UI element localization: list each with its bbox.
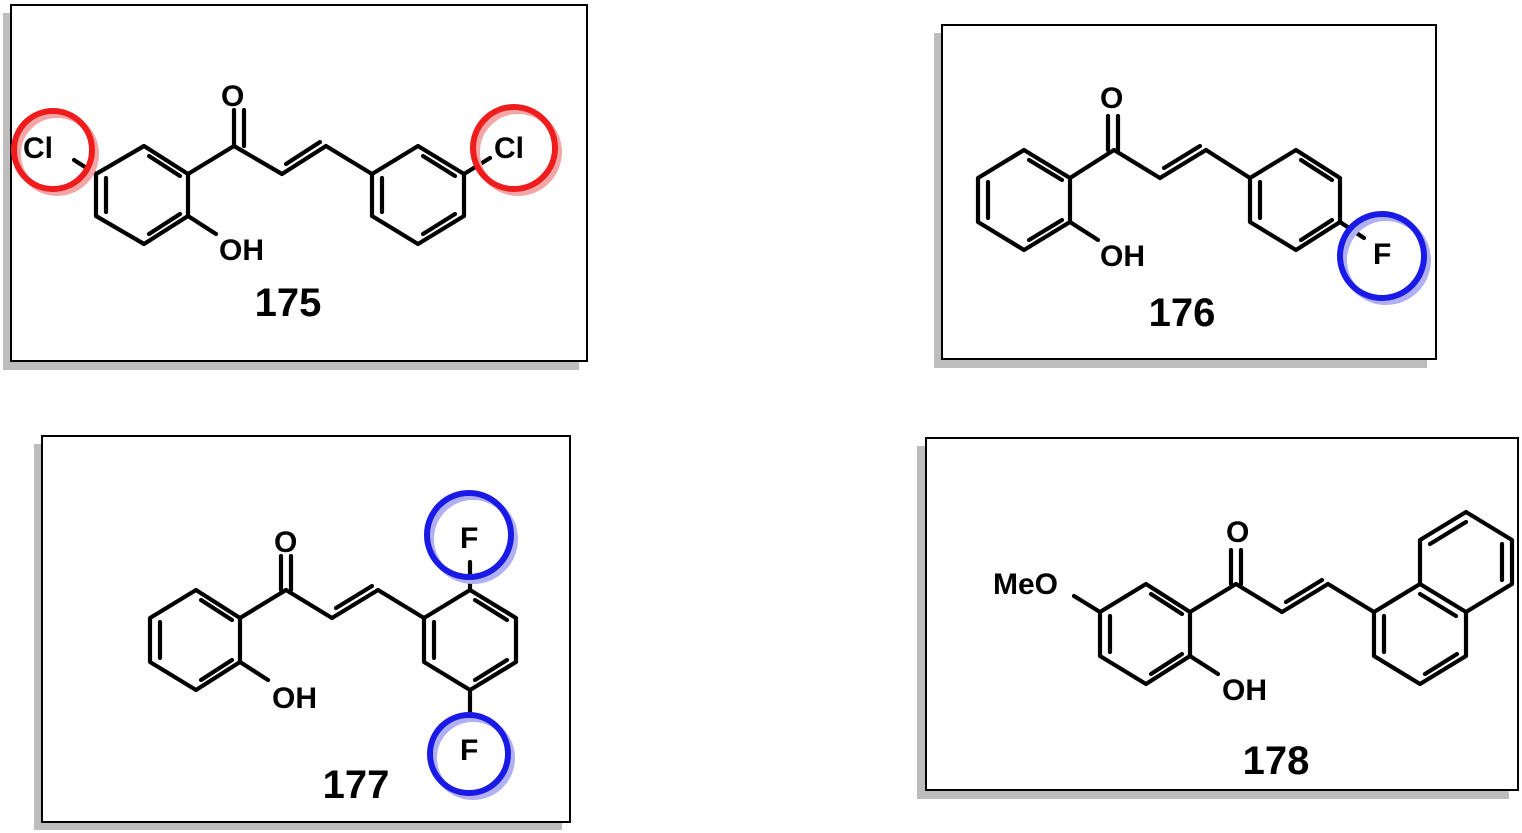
compound-number: 178: [1243, 739, 1310, 783]
carbonyl-oxygen-label: O: [1100, 82, 1123, 115]
fluorine-label: F: [1373, 238, 1391, 271]
carbonyl-oxygen-label: O: [1226, 516, 1249, 549]
compound-number: 177: [323, 763, 390, 807]
compound-177-bonds: [147, 553, 519, 719]
panel-frame: [925, 437, 1519, 791]
panel-frame: [41, 435, 571, 823]
chlorine-label: Cl: [23, 132, 53, 165]
carbonyl-oxygen-label: O: [274, 526, 297, 559]
highlight-circle-shadow: [15, 112, 99, 196]
highlight-circle: [424, 490, 514, 580]
compound-178-bonds: [1071, 509, 1515, 687]
panel-frame: [941, 24, 1437, 360]
compound-178-panel: O OH MeO 178: [917, 437, 1519, 799]
compound-175-panel: O OH Cl Cl 175: [3, 4, 588, 370]
compound-177-panel: O OH F F 177: [34, 435, 571, 830]
chlorine-label: Cl: [494, 132, 524, 165]
methoxy-label: MeO: [993, 568, 1058, 601]
highlight-circle-shadow: [428, 494, 518, 584]
compound-175-bonds: [71, 107, 493, 247]
compound-number: 176: [1149, 291, 1216, 335]
compound-176-bonds: [975, 113, 1367, 253]
highlight-circle-shadow: [474, 108, 562, 196]
fluorine-label: F: [460, 522, 478, 555]
fluorine-label: F: [460, 734, 478, 767]
compound-176-panel: O OH F 176: [934, 24, 1437, 368]
hydroxyl-label: OH: [219, 234, 264, 267]
highlight-circle: [470, 104, 558, 192]
highlight-circle: [427, 712, 511, 796]
hydroxyl-label: OH: [1222, 674, 1267, 707]
highlight-circle-shadow: [1341, 215, 1431, 305]
hydroxyl-label: OH: [272, 682, 317, 715]
highlight-circle-shadow: [431, 716, 515, 800]
compound-number: 175: [255, 281, 322, 325]
highlight-circle: [1337, 211, 1427, 301]
highlight-circle: [11, 108, 95, 192]
carbonyl-oxygen-label: O: [221, 80, 244, 113]
hydroxyl-label: OH: [1100, 240, 1145, 273]
